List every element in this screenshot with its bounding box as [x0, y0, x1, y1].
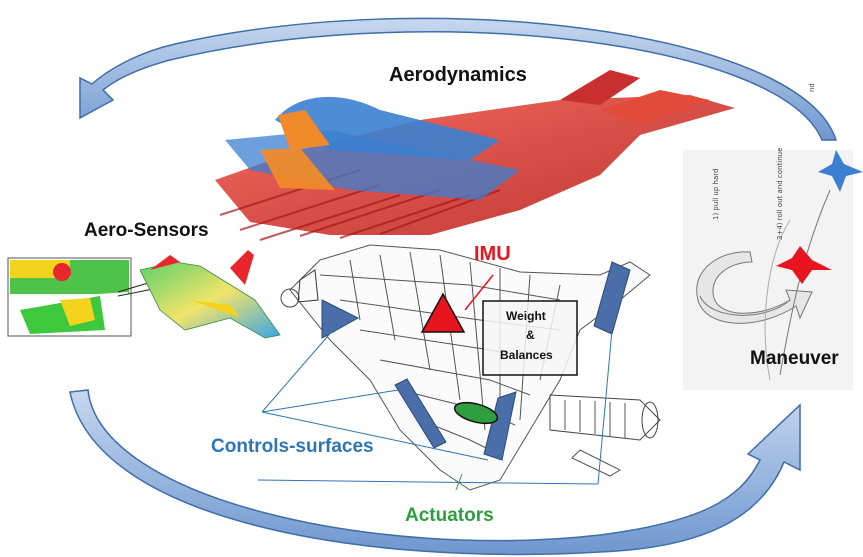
control-surface-right-flap: [483, 391, 517, 461]
maneuver-note-step34: 3+4) roll out and continue: [776, 147, 784, 240]
weight-balances-box: [482, 300, 578, 376]
control-surface-left-flap: [394, 378, 447, 449]
label-imu: IMU: [474, 243, 511, 265]
controls-pointer-lines: [261, 321, 489, 461]
aero-sensors-aircraft: [139, 250, 281, 339]
aerodynamics-aircraft-model: [215, 70, 735, 241]
maneuver-note-step1: 1) pull up hard: [712, 168, 720, 220]
control-surfaces: [321, 261, 631, 461]
maneuver-panel: [683, 150, 863, 390]
label-maneuver: Maneuver: [750, 348, 839, 369]
blue-jet-icon: [818, 150, 863, 192]
aero-sensors-inset: [7, 257, 159, 337]
label-weight-amp: &: [526, 328, 535, 342]
label-aerodynamics: Aerodynamics: [389, 64, 527, 86]
label-controls-surfaces: Controls-surfaces: [211, 436, 374, 457]
maneuver-note-top: nd: [808, 83, 816, 92]
label-aero-sensors: Aero-Sensors: [84, 220, 209, 241]
label-weight: Weight: [506, 309, 546, 323]
label-actuators: Actuators: [405, 505, 494, 526]
label-balances: Balances: [500, 348, 553, 362]
bottom-cycle-arrow: [69, 389, 801, 556]
control-surface-nose: [321, 299, 360, 339]
actuator-pointer-lines: [257, 329, 613, 491]
imu-marker: [420, 274, 494, 333]
red-jet-icon: [776, 246, 832, 284]
top-cycle-arrow: [79, 17, 838, 141]
actuator-ellipse: [453, 401, 499, 425]
